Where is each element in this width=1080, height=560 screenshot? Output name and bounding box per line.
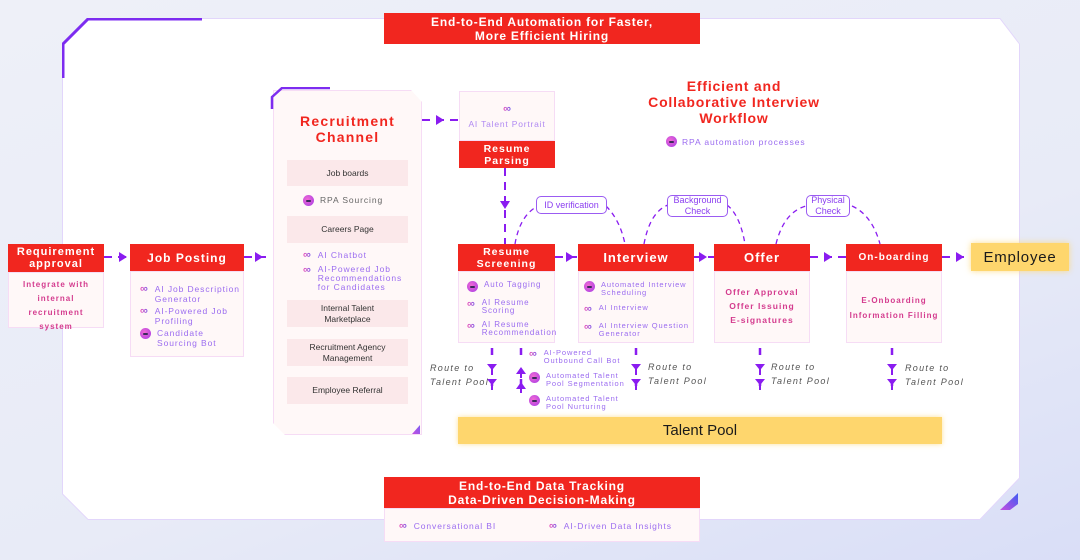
channel-careers-page[interactable]: Careers Page [287, 216, 408, 243]
ai-icon: ∞ [399, 520, 408, 532]
rpa-legend: RPA automation processes [666, 136, 806, 147]
employee-node[interactable]: Employee [971, 243, 1069, 271]
rpa-icon [584, 281, 595, 292]
ai-talent-portrait-box: ∞ AI Talent Portrait [459, 91, 555, 141]
conversational-bi: ∞Conversational BI [399, 520, 497, 532]
onboarding-body: E-Onboarding Information Filling [846, 271, 942, 343]
rpa-icon [467, 281, 478, 292]
channel-employee-referral[interactable]: Employee Referral [287, 377, 408, 404]
resume-screening-header[interactable]: Resume Screening [458, 244, 555, 271]
recruitment-channel-title: Recruitment Channel [300, 113, 395, 145]
channel-job-boards[interactable]: Job boards [287, 160, 408, 186]
screening-item: Auto Tagging [467, 281, 554, 292]
channel-ai-chatbot: ∞AI Chatbot [303, 249, 367, 261]
top-banner-line2: More Efficient Hiring [474, 28, 610, 43]
rpa-icon [529, 395, 540, 406]
rpa-icon [666, 136, 677, 147]
talent-pool-bar[interactable]: Talent Pool [458, 417, 942, 444]
ai-driven-data-insights: ∞AI-Driven Data Insights [549, 520, 672, 532]
offer-item: Offer Approval [725, 287, 799, 297]
resume-parsing-header[interactable]: Resume Parsing [459, 141, 555, 168]
corner-accent [1000, 493, 1018, 510]
rpa-icon [140, 328, 151, 339]
ai-icon: ∞ [467, 298, 476, 310]
funnel-icons [487, 364, 897, 393]
top-banner-line1: End-to-End Automation for Faster, [431, 14, 653, 29]
top-banner: End-to-End Automation for Faster, More E… [384, 13, 700, 44]
interview-item: ∞AI Interview [584, 303, 649, 315]
offer-item: E-signatures [730, 315, 794, 325]
ai-icon: ∞ [303, 249, 312, 261]
interview-header[interactable]: Interview [578, 244, 694, 271]
id-verification-check: ID verification [536, 196, 607, 214]
recruitment-channel-accents [270, 87, 420, 434]
ai-icon: ∞ [529, 348, 538, 360]
ai-icon: ∞ [549, 520, 558, 532]
offer-item: Offer Issuing [729, 301, 795, 311]
workflow-title: Efficient and Collaborative Interview Wo… [648, 78, 820, 126]
ai-icon: ∞ [503, 102, 511, 115]
ai-icon: ∞ [140, 283, 149, 295]
onboarding-item: Information Filling [849, 311, 939, 320]
channel-rpa-sourcing: RPA Sourcing [303, 195, 383, 206]
ai-icon: ∞ [303, 264, 312, 276]
offer-body: Offer Approval Offer Issuing E-signature… [714, 271, 810, 343]
ai-icon: ∞ [140, 305, 149, 317]
bottom-banner: End-to-End Data Tracking Data-Driven Dec… [384, 477, 700, 508]
requirement-approval-body: Integrate with internal recruitment syst… [8, 272, 104, 331]
onboarding-item: E-Onboarding [861, 296, 927, 305]
offer-header[interactable]: Offer [714, 244, 810, 271]
onboarding-header[interactable]: On-boarding [846, 244, 942, 271]
rpa-icon [303, 195, 314, 206]
bottom-banner-body: ∞Conversational BI ∞AI-Driven Data Insig… [384, 508, 700, 542]
ai-icon: ∞ [584, 321, 593, 333]
requirement-approval-header[interactable]: Requirement approval [8, 244, 104, 272]
job-posting-header[interactable]: Job Posting [130, 244, 244, 271]
ai-icon: ∞ [467, 320, 476, 332]
ai-icon: ∞ [584, 303, 593, 315]
rpa-icon [529, 372, 540, 383]
